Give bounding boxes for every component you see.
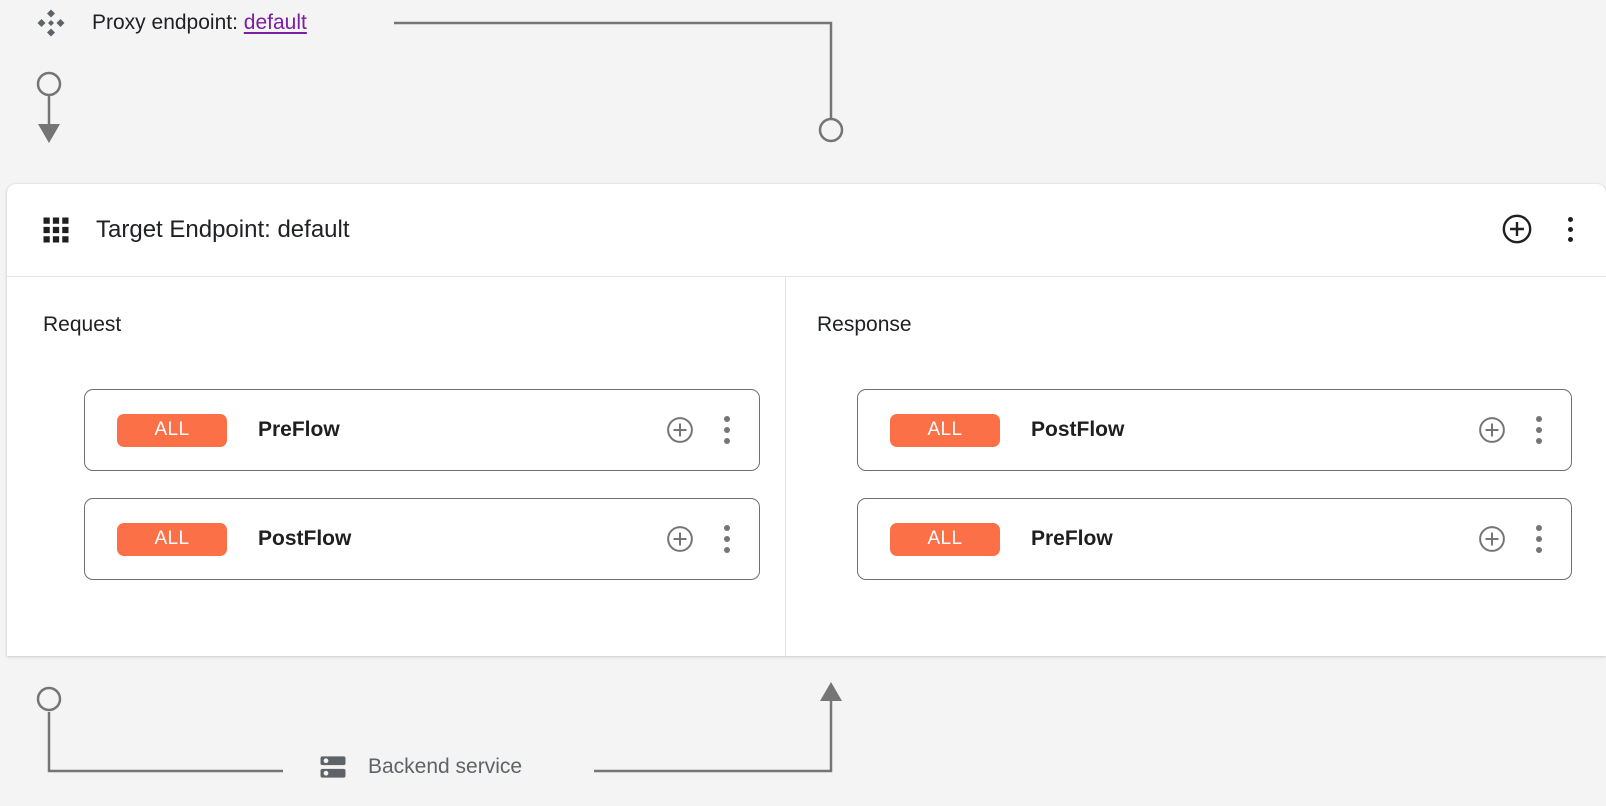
arrowhead-proxy-down — [38, 124, 60, 143]
backend-service-label: Backend service — [368, 755, 523, 778]
flow-name: PreFlow — [258, 418, 340, 441]
proxy-endpoint-title: Proxy endpoint: default — [92, 8, 307, 38]
request-column-label: Request — [43, 313, 122, 336]
target-endpoint-actions — [1500, 212, 1584, 246]
flow-name: PostFlow — [258, 527, 352, 550]
proxy-endpoint-icon — [37, 9, 65, 37]
backend-service[interactable]: Backend service — [318, 752, 522, 782]
add-circle-icon[interactable] — [1500, 212, 1534, 246]
server-icon — [320, 756, 346, 778]
proxy-endpoint-link[interactable]: default — [243, 11, 307, 34]
flow-name: PreFlow — [1031, 527, 1113, 550]
flow-badge: ALL — [117, 522, 227, 556]
add-circle-icon[interactable] — [665, 415, 695, 445]
flow-badge: ALL — [890, 413, 1000, 447]
connector-backend-to-target — [594, 699, 833, 773]
grid-dots-icon — [43, 217, 69, 243]
more-vert-icon[interactable] — [1556, 212, 1584, 246]
response-column-label: Response — [817, 313, 912, 336]
target-endpoint-header: Target Endpoint: default — [7, 184, 1606, 277]
add-circle-icon[interactable] — [665, 524, 695, 554]
flow-actions — [665, 524, 739, 554]
more-vert-icon[interactable] — [715, 524, 739, 554]
flow-card-response-preflow[interactable]: ALL PreFlow — [857, 498, 1572, 580]
flow-badge: ALL — [117, 413, 227, 447]
more-vert-icon[interactable] — [1527, 524, 1551, 554]
column-divider — [785, 277, 786, 656]
add-circle-icon[interactable] — [1477, 415, 1507, 445]
flow-card-request-postflow[interactable]: ALL PostFlow — [84, 498, 760, 580]
flow-badge: ALL — [890, 522, 1000, 556]
target-endpoint-title: Target Endpoint: default — [96, 216, 350, 243]
flow-actions — [665, 415, 739, 445]
add-circle-icon[interactable] — [1477, 524, 1507, 554]
connector-target-to-backend — [47, 712, 283, 773]
response-column: Response ALL PostFlow — [786, 277, 1606, 656]
flow-columns: Request ALL PreFlow — [7, 277, 1606, 656]
request-column: Request ALL PreFlow — [7, 277, 785, 656]
flow-card-request-preflow[interactable]: ALL PreFlow — [84, 389, 760, 471]
connector-node-target-in — [818, 117, 844, 143]
flow-card-response-postflow[interactable]: ALL PostFlow — [857, 389, 1572, 471]
flow-actions — [1477, 415, 1551, 445]
proxy-endpoint-row: Proxy endpoint: default — [0, 0, 1606, 48]
more-vert-icon[interactable] — [715, 415, 739, 445]
arrowhead-backend-up — [820, 682, 842, 701]
proxy-endpoint-label: Proxy endpoint: — [92, 11, 238, 34]
target-endpoint-card: Target Endpoint: default Request ALL Pre… — [7, 184, 1606, 656]
flow-name: PostFlow — [1031, 418, 1125, 441]
connector-node-proxy-out — [36, 71, 62, 97]
response-flow-list: ALL PostFlow ALL PreFlow — [857, 389, 1572, 580]
request-flow-list: ALL PreFlow ALL PostFlow — [84, 389, 760, 580]
connector-node-target-out — [36, 686, 62, 712]
flow-actions — [1477, 524, 1551, 554]
more-vert-icon[interactable] — [1527, 415, 1551, 445]
